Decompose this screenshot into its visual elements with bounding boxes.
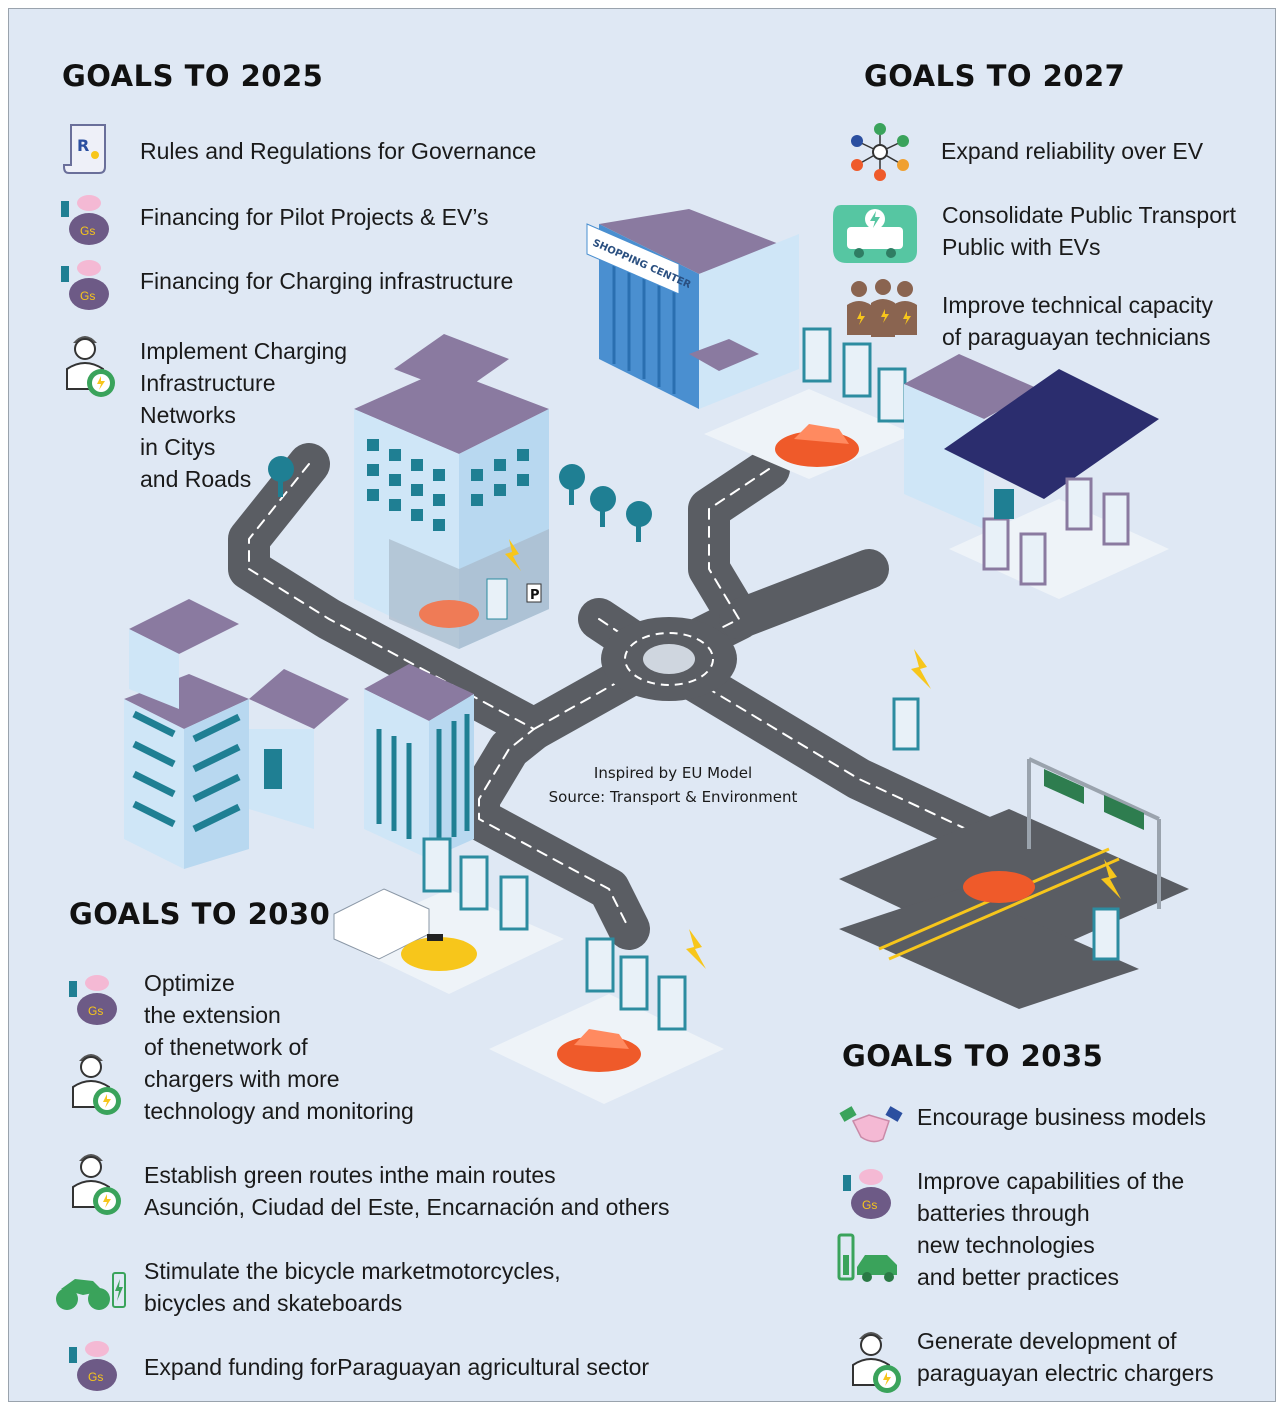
gas-station xyxy=(904,354,1169,599)
goal-2027-1: Expand reliability over EV xyxy=(941,135,1203,167)
caption-source: Source: Transport & Environment xyxy=(548,788,798,806)
parking-sign: P xyxy=(530,588,540,603)
infographic-canvas: P xyxy=(8,8,1276,1402)
money-bag-icon: Gs xyxy=(61,260,109,310)
caption-inspired: Inspired by EU Model xyxy=(593,764,753,782)
money-bag-icon: Gs xyxy=(843,1169,891,1219)
goal-2030-1: Optimize the extension of thenetwork of … xyxy=(144,967,414,1127)
goal-2025-2-text: Financing for Pilot Projects & EV’s xyxy=(140,204,489,230)
technician-charger-icon xyxy=(72,1054,121,1115)
technician-charger-icon xyxy=(852,1332,901,1393)
goal-2030-4-text: Expand funding forParaguayan agricultura… xyxy=(144,1354,650,1380)
goal-2035-3: Generate development of paraguayan elect… xyxy=(917,1325,1214,1389)
handshake-icon xyxy=(839,1106,903,1143)
electric-bus-icon xyxy=(833,205,917,263)
money-bag-label: Gs xyxy=(80,224,95,238)
money-bag-label: Gs xyxy=(862,1198,877,1212)
money-bag-label: Gs xyxy=(88,1004,103,1018)
goal-2025-1-text: Rules and Regulations for Governance xyxy=(140,138,537,164)
regulation-badge-letter: R xyxy=(77,136,89,155)
goal-2025-3-text: Financing for Charging infrastructure xyxy=(140,268,514,294)
roundabout xyxy=(601,617,737,701)
money-bag-label: Gs xyxy=(80,289,95,303)
office-building-center: P xyxy=(354,334,549,649)
goal-2025-3: Financing for Charging infrastructure xyxy=(140,265,513,297)
goal-2030-1-text: Optimize the extension of thenetwork of … xyxy=(144,970,414,1124)
goal-2027-1-text: Expand reliability over EV xyxy=(941,138,1204,164)
heading-goals-2035: GOALS TO 2035 xyxy=(842,1039,1104,1073)
heading-goals-2025: GOALS TO 2025 xyxy=(62,59,324,93)
goal-2027-3: Improve technical capacity of paraguayan… xyxy=(942,289,1213,353)
goal-2027-3-text: Improve technical capacity of paraguayan… xyxy=(942,292,1214,350)
money-bag-label: Gs xyxy=(88,1370,103,1384)
charging-lot-bottom-left xyxy=(333,837,564,994)
shopping-center: SHOPPING CENTER xyxy=(586,209,799,409)
money-bag-icon: Gs xyxy=(69,1341,117,1391)
money-bag-icon: Gs xyxy=(69,975,117,1025)
goal-2035-2-text: Improve capabilities of the batteries th… xyxy=(917,1168,1185,1290)
goal-2025-4: Implement Charging Infrastructure Networ… xyxy=(140,335,347,495)
goal-2030-3: Stimulate the bicycle marketmotorcycles,… xyxy=(144,1255,561,1319)
technicians-group-icon xyxy=(847,279,917,337)
goal-2030-2: Establish green routes inthe main routes… xyxy=(144,1159,670,1223)
goal-2025-4-text: Implement Charging Infrastructure Networ… xyxy=(140,338,348,492)
goal-2035-1: Encourage business models xyxy=(917,1101,1206,1133)
city-illustration: P xyxy=(124,209,1189,1104)
money-bag-icon: Gs xyxy=(61,195,109,245)
technician-charger-icon xyxy=(66,336,115,397)
charging-lot-bottom-center xyxy=(489,929,724,1104)
goal-2025-1: Rules and Regulations for Governance xyxy=(140,135,536,167)
heading-goals-2027: GOALS TO 2027 xyxy=(864,59,1126,93)
technician-charger-icon xyxy=(72,1154,121,1215)
goal-2030-4: Expand funding forParaguayan agricultura… xyxy=(144,1351,649,1383)
goal-2035-1-text: Encourage business models xyxy=(917,1104,1206,1130)
battery-car-icon xyxy=(837,1233,897,1282)
goal-2035-3-text: Generate development of paraguayan elect… xyxy=(917,1328,1214,1386)
goal-2030-3-text: Stimulate the bicycle marketmotorcycles,… xyxy=(144,1258,561,1316)
electric-motorcycle-icon xyxy=(56,1272,126,1310)
building-cluster-left xyxy=(124,599,474,869)
goal-2035-2: Improve capabilities of the batteries th… xyxy=(917,1165,1184,1293)
goal-2030-2-text: Establish green routes inthe main routes… xyxy=(144,1162,670,1220)
source-caption: Inspired by EU Model Source: Transport &… xyxy=(537,761,809,809)
trees xyxy=(268,456,652,542)
charger-right xyxy=(892,649,1121,961)
goal-2025-2: Financing for Pilot Projects & EV’s xyxy=(140,201,489,233)
goal-2027-2-text: Consolidate Public Transport Public with… xyxy=(942,202,1237,260)
network-people-icon xyxy=(851,123,909,181)
goal-2027-2: Consolidate Public Transport Public with… xyxy=(942,199,1236,263)
regulation-scroll-icon: R xyxy=(63,124,106,174)
heading-goals-2030: GOALS TO 2030 xyxy=(69,897,331,931)
